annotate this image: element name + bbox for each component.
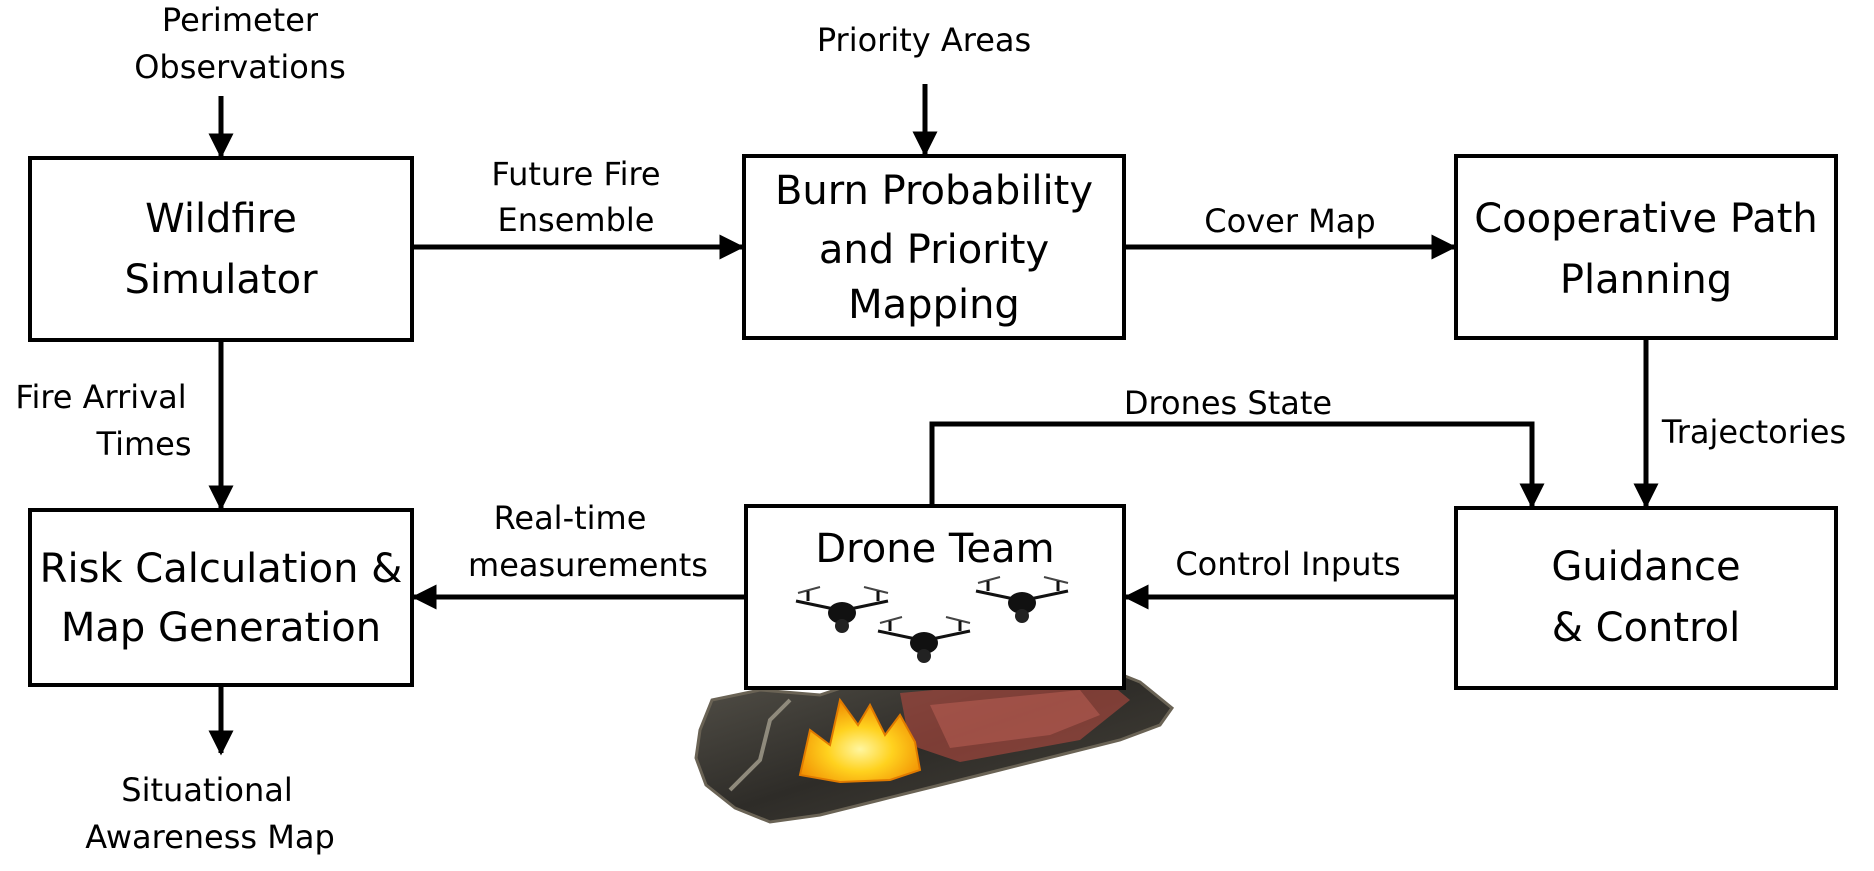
label-drones-state: Drones State <box>1124 384 1332 422</box>
label-trajectories: Trajectories <box>1661 413 1846 451</box>
label-situational-awareness-line-1: Situational <box>121 771 292 809</box>
box-path-planning-line-1: Cooperative Path <box>1474 196 1818 242</box>
label-fire-arrival-times-line-2: Times <box>96 425 192 463</box>
label-fire-arrival-times-line-1: Fire Arrival <box>15 378 186 416</box>
box-burn-probability-line-2: and Priority <box>819 227 1049 273</box>
box-guidance-control-line-1: Guidance <box>1551 544 1740 590</box>
label-cover-map: Cover Map <box>1204 202 1375 240</box>
edge-labels: Perimeter Observations Priority Areas Fu… <box>15 1 1846 856</box>
box-drone-team-line-1: Drone Team <box>815 526 1054 572</box>
box-risk-calculation: Risk Calculation & Map Generation <box>28 508 414 687</box>
label-real-time-measurements-line-1: Real-time <box>494 499 647 537</box>
box-burn-probability-line-3: Mapping <box>848 282 1020 328</box>
box-path-planning-line-2: Planning <box>1560 257 1732 303</box>
box-risk-calculation-line-2: Map Generation <box>61 605 381 651</box>
label-control-inputs: Control Inputs <box>1175 545 1400 583</box>
fire-terrain-illustration <box>694 663 1175 824</box>
box-drone-team: Drone Team <box>744 504 1126 690</box>
label-real-time-measurements-line-2: measurements <box>468 546 708 584</box>
box-burn-probability-line-1: Burn Probability <box>775 168 1093 214</box>
box-risk-calculation-line-1: Risk Calculation & <box>40 546 403 592</box>
label-situational-awareness-line-2: Awareness Map <box>85 818 335 856</box>
box-wildfire-simulator: Wildfire Simulator <box>28 156 414 342</box>
box-guidance-control: Guidance & Control <box>1454 506 1838 690</box>
box-burn-probability: Burn Probability and Priority Mapping <box>742 154 1126 340</box>
label-priority-areas: Priority Areas <box>817 21 1031 59</box>
drone-icon <box>795 586 889 633</box>
arrow-drones-state <box>929 421 1545 509</box>
drone-icon <box>975 576 1069 623</box>
box-path-planning: Cooperative Path Planning <box>1454 154 1838 340</box>
label-future-fire-ensemble-line-2: Ensemble <box>498 201 655 239</box>
box-guidance-control-line-2: & Control <box>1552 605 1741 651</box>
box-wildfire-simulator-line-1: Wildfire <box>145 196 297 242</box>
label-future-fire-ensemble-line-1: Future Fire <box>491 155 660 193</box>
drone-icon <box>877 616 971 663</box>
box-wildfire-simulator-line-2: Simulator <box>124 257 318 303</box>
label-perimeter-observations-line-2: Observations <box>134 48 346 86</box>
connectors <box>208 84 1659 756</box>
label-perimeter-observations-line-1: Perimeter <box>162 1 319 39</box>
